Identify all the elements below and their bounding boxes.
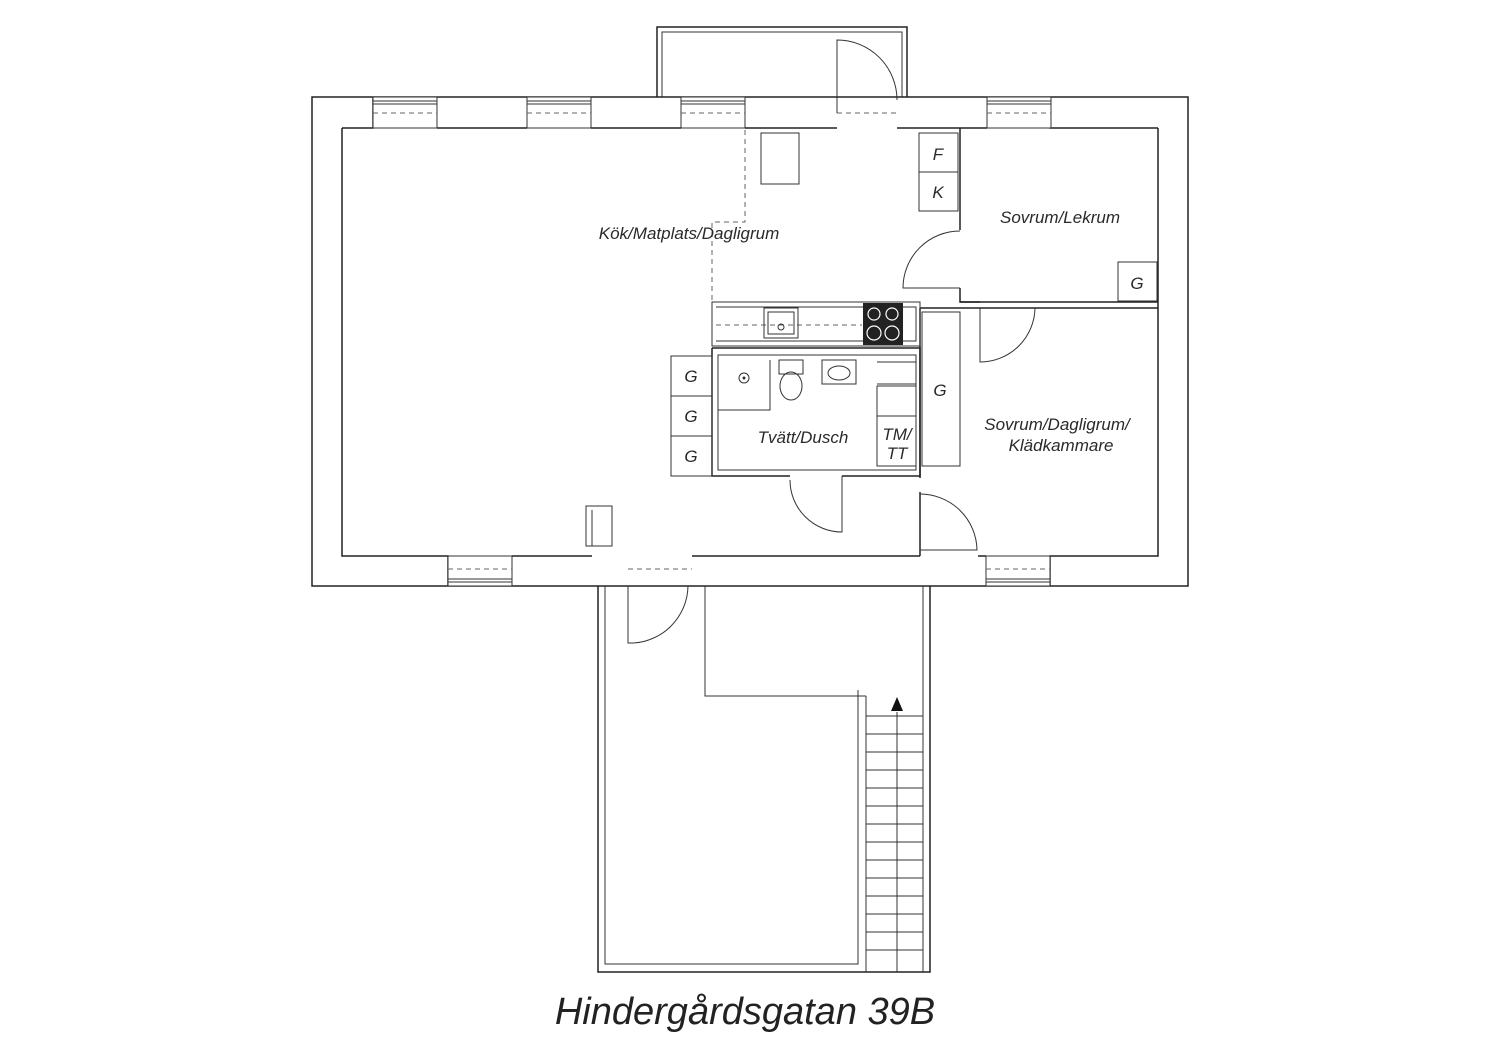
label-bedroom-living-line2: Klädkammare: [1009, 436, 1114, 455]
doors: [627, 230, 1036, 644]
label-laundry-shower: Tvätt/Dusch: [758, 428, 849, 447]
label-kitchen-living: Kök/Matplats/Dagligrum: [599, 224, 779, 243]
interior-walls: [585, 128, 1158, 556]
label-bedroom-living-line1: Sovrum/Dagligrum/: [984, 415, 1132, 434]
balcony-door: [836, 39, 898, 114]
fixtures: [718, 303, 903, 411]
bottom-windows: [447, 555, 1051, 587]
tag-wardrobe-2: G: [684, 407, 697, 426]
tag-fridge: F: [933, 145, 945, 164]
top-windows: [372, 96, 1052, 129]
tag-wardrobe-bedroom2: G: [933, 381, 946, 400]
terrace: [597, 586, 931, 973]
stairs-up-arrow-icon: [891, 697, 903, 711]
tag-wardrobe-bedroom1: G: [1130, 274, 1143, 293]
tag-washer-line2: TT: [887, 444, 909, 463]
plan-caption: Hindergårdsgatan 39B: [555, 991, 935, 1033]
balcony: [656, 26, 908, 97]
tag-wardrobe-3: G: [684, 447, 697, 466]
tag-washer-line1: TM/: [882, 425, 914, 444]
tag-freezer: K: [932, 183, 944, 202]
stairs: [866, 697, 923, 972]
label-bedroom-play: Sovrum/Lekrum: [1000, 208, 1120, 227]
tag-wardrobe-1: G: [684, 367, 697, 386]
